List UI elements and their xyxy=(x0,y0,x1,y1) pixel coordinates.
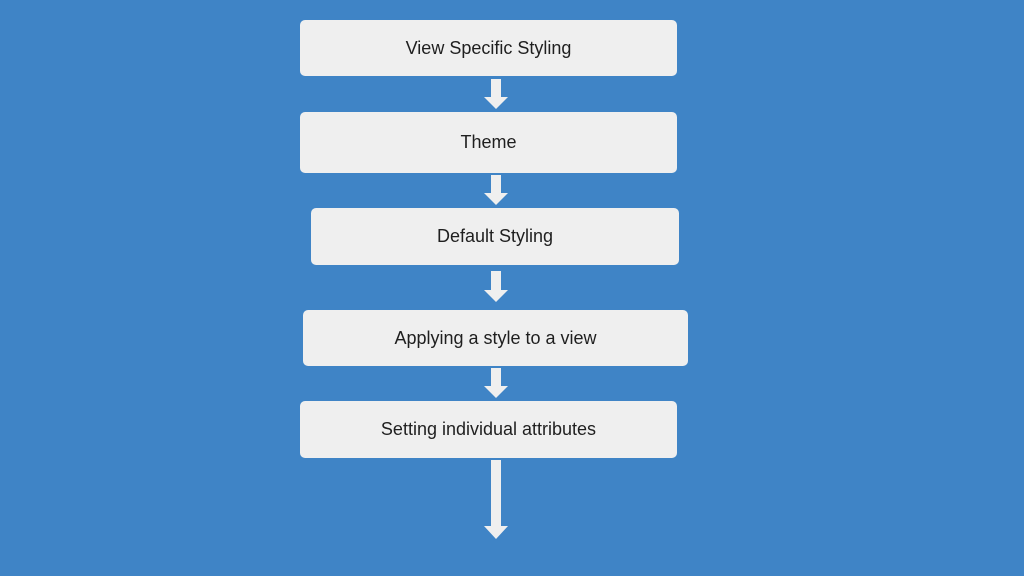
down-arrow-icon xyxy=(484,79,508,109)
down-arrow-icon xyxy=(484,368,508,398)
step-label: Theme xyxy=(460,132,517,152)
step-label: Default Styling xyxy=(436,226,554,246)
down-arrow-icon xyxy=(484,460,508,539)
step-setting-individual-attributes: Setting individual attributes xyxy=(300,401,677,458)
step-default-styling: Default Styling xyxy=(311,208,679,265)
step-applying-style-to-view: Applying a style to a view xyxy=(303,310,688,366)
step-theme: Theme xyxy=(300,112,677,173)
down-arrow-icon xyxy=(484,175,508,205)
step-label: View Specific Styling xyxy=(405,37,572,58)
step-label: Applying a style to a view xyxy=(394,327,597,348)
step-label: Setting individual attributes xyxy=(380,419,597,439)
step-view-specific-styling: View Specific Styling xyxy=(300,20,677,76)
down-arrow-icon xyxy=(484,271,508,302)
